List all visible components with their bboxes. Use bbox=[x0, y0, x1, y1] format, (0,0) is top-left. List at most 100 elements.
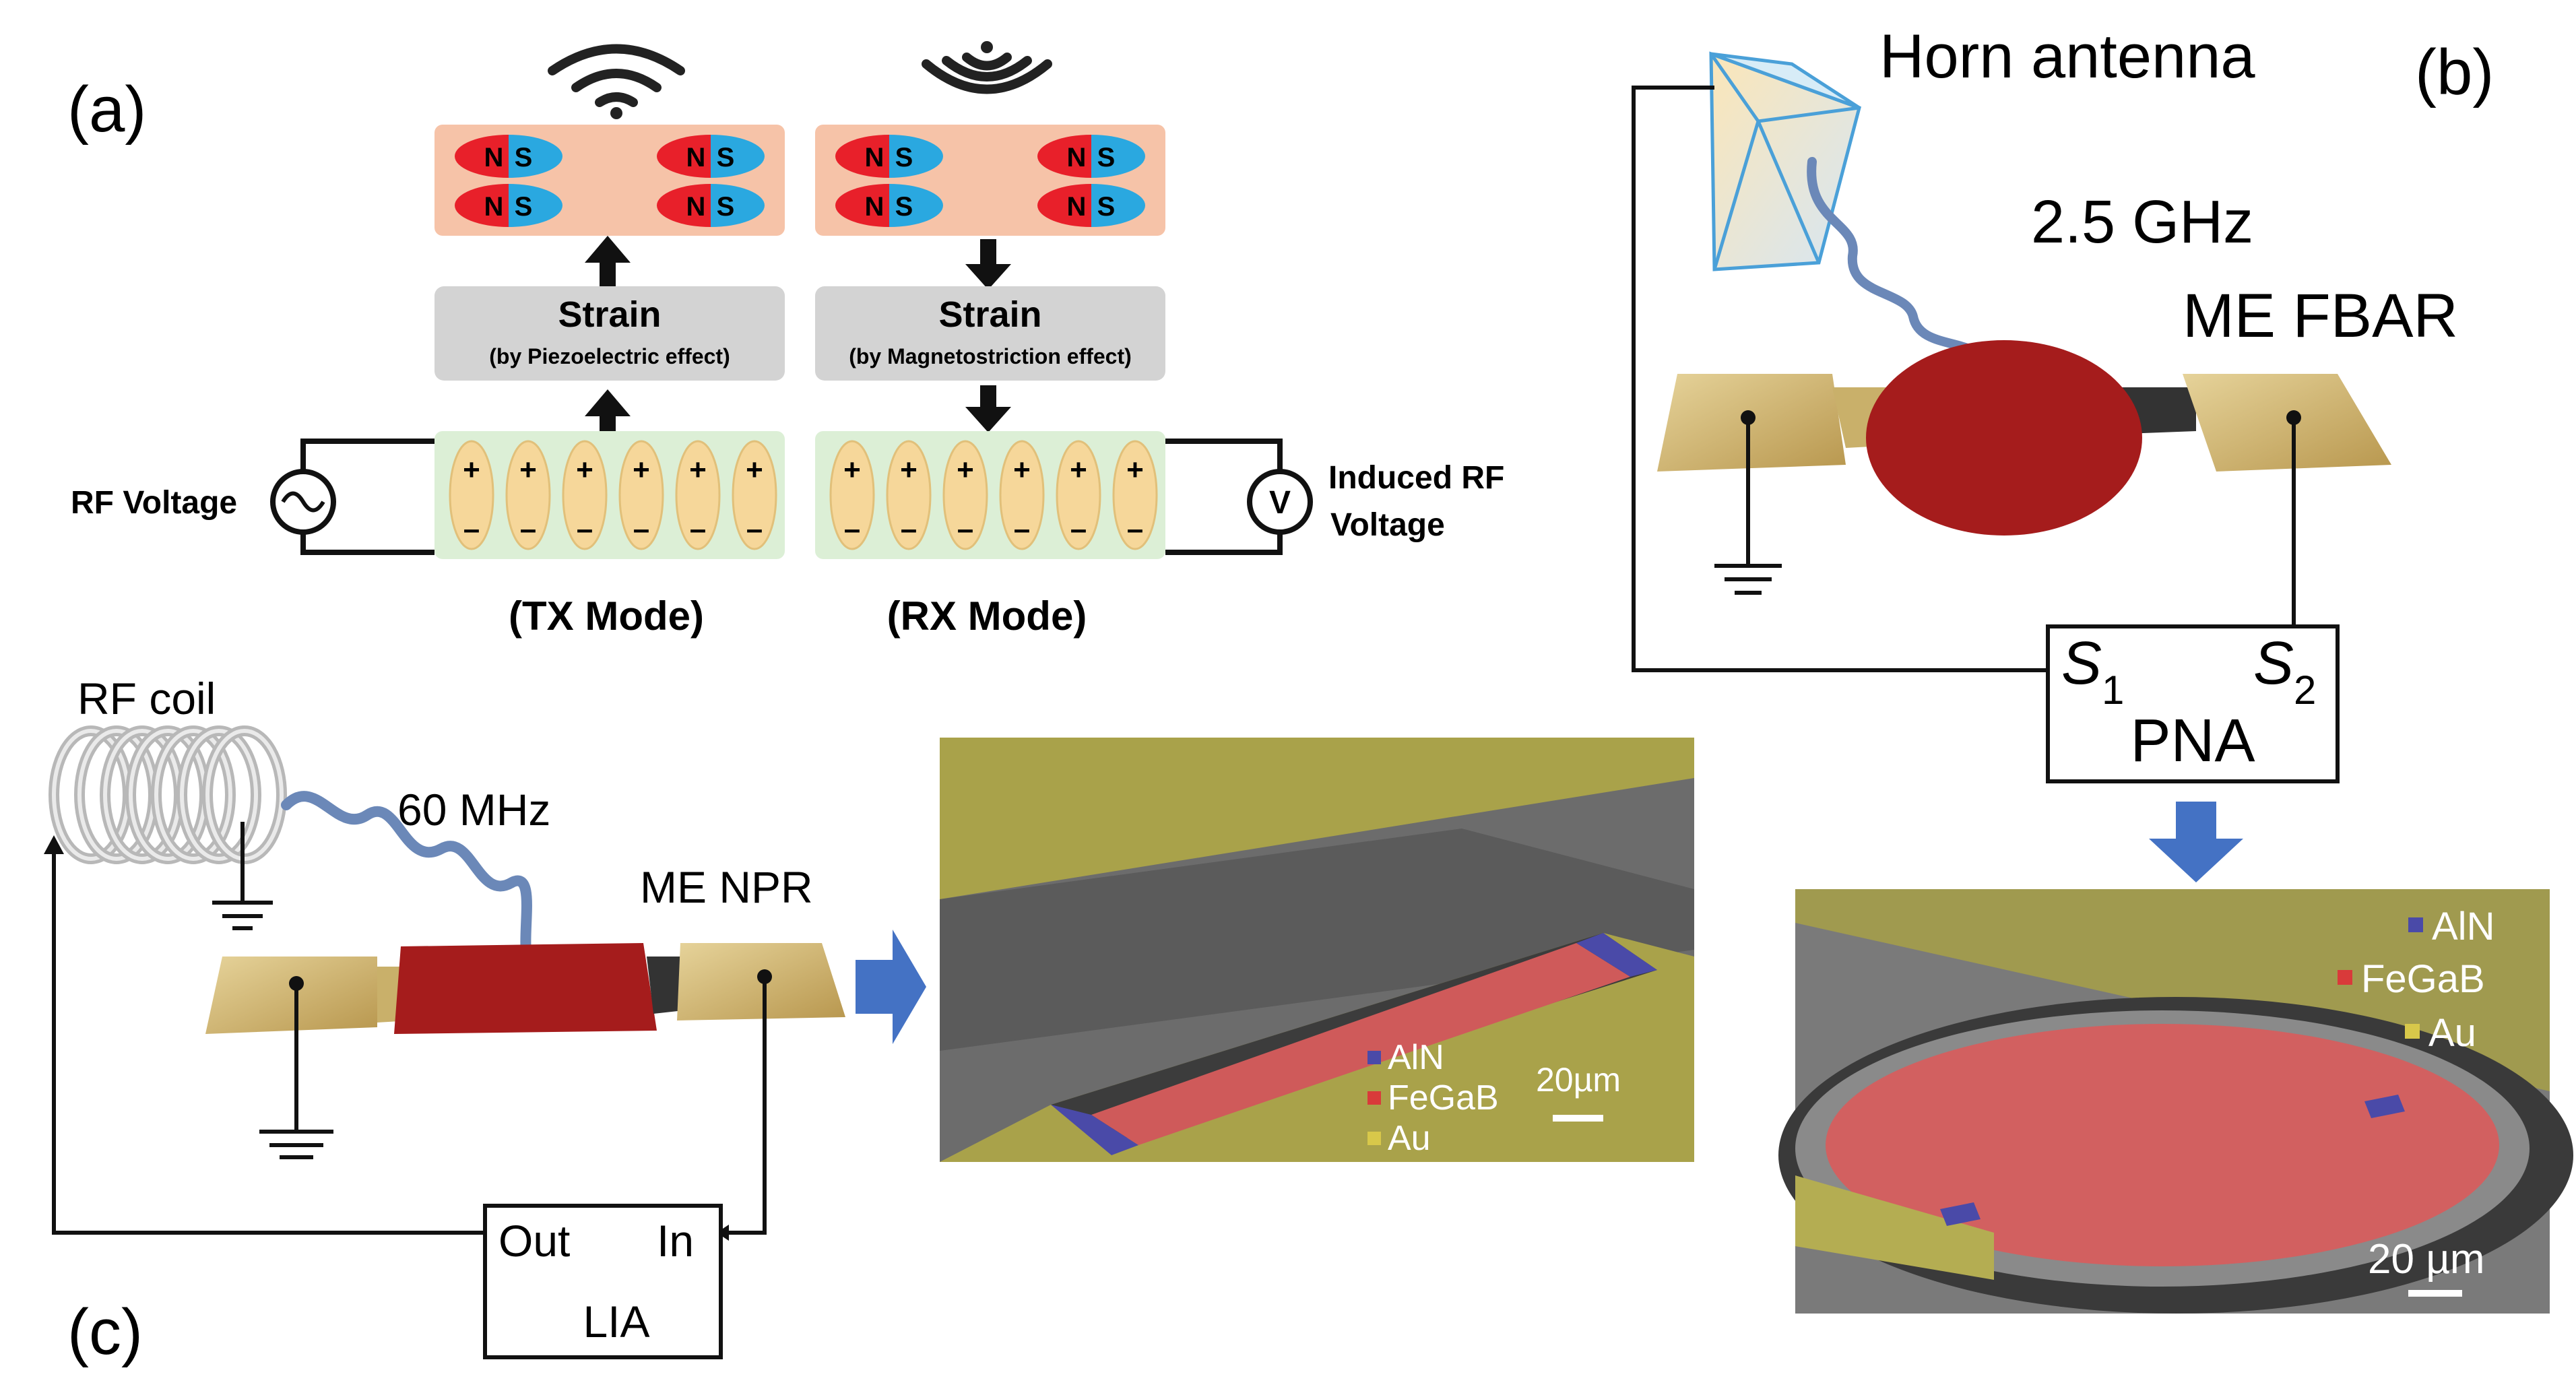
sem-c-legend-fegab: FeGaB bbox=[1388, 1078, 1499, 1117]
minus-sign: – bbox=[901, 513, 917, 546]
sem-c-scale-bar bbox=[1553, 1115, 1603, 1122]
sem-c-fegab-strip bbox=[1091, 943, 1630, 1145]
induced-voltage-line2: Voltage bbox=[1330, 507, 1445, 543]
minus-sign: – bbox=[1014, 513, 1030, 546]
rf-wave-c bbox=[281, 791, 534, 969]
tx-strain-title: Strain bbox=[558, 294, 661, 335]
pad-contact-c-right bbox=[757, 969, 772, 984]
panel-b-circuit bbox=[1632, 86, 2296, 672]
signal-receive-icon bbox=[922, 41, 1052, 94]
lia-in-label: In bbox=[657, 1216, 694, 1266]
sem-image-c bbox=[940, 738, 1694, 1162]
fbar-resonator bbox=[1866, 340, 2142, 536]
minus-sign: – bbox=[463, 513, 480, 546]
rx-down-arrow-top bbox=[965, 239, 1011, 290]
pad-contact-b-right bbox=[2286, 410, 2301, 425]
tx-up-arrow-top bbox=[585, 236, 631, 286]
panel-c-circuit bbox=[52, 845, 767, 1235]
rx-down-arrow-bottom bbox=[965, 385, 1011, 432]
magnet-s-label: S bbox=[717, 192, 735, 222]
minus-sign: – bbox=[520, 513, 536, 546]
horn-antenna-label: Horn antenna bbox=[1879, 22, 2255, 91]
magnet-n-label: N bbox=[865, 192, 884, 222]
rf-coil-label: RF coil bbox=[77, 674, 216, 723]
magnet-n-label: N bbox=[686, 143, 706, 172]
magnet-n-label: N bbox=[865, 143, 884, 172]
tx-circuit bbox=[270, 439, 434, 555]
magnet-s-label: S bbox=[895, 192, 913, 222]
dipole-charge: +– bbox=[732, 440, 777, 550]
tx-strain-subtitle: (by Piezoelectric effect) bbox=[489, 344, 730, 368]
me-npr-label: ME NPR bbox=[640, 862, 813, 912]
fbar-device bbox=[1657, 340, 2391, 536]
pad-contact-b-left bbox=[1741, 410, 1756, 425]
magnet-s-label: S bbox=[717, 143, 735, 172]
panel-c-up-arrow bbox=[44, 835, 64, 854]
rx-mode-label: (RX Mode) bbox=[887, 593, 1087, 639]
sem-b-fegab-disk bbox=[1826, 1024, 2499, 1266]
minus-sign: – bbox=[957, 513, 973, 546]
induced-voltage-line1: Induced RF bbox=[1328, 460, 1504, 496]
panel-c-label: (c) bbox=[67, 1296, 143, 1368]
npr-resonator bbox=[394, 943, 657, 1034]
magnet-n-label: N bbox=[484, 192, 504, 222]
sem-b-scale-bar bbox=[2408, 1290, 2462, 1297]
dipole-charge: +– bbox=[618, 440, 664, 550]
arrow-right-c bbox=[856, 930, 926, 1044]
pna-label: PNA bbox=[2130, 707, 2255, 775]
plus-sign: + bbox=[957, 453, 974, 486]
sem-c-scale-label: 20µm bbox=[1536, 1061, 1621, 1099]
rx-circuit bbox=[1165, 439, 1313, 555]
rx-strain-box bbox=[815, 286, 1165, 381]
minus-sign: – bbox=[746, 513, 763, 546]
lia-label: LIA bbox=[583, 1297, 649, 1347]
sem-image-b bbox=[1778, 889, 2573, 1314]
magnet-s-label: S bbox=[515, 143, 533, 172]
magnet-n-label: N bbox=[1067, 192, 1087, 222]
magnet-s-label: S bbox=[1097, 192, 1116, 222]
tx-strain-box bbox=[434, 286, 785, 381]
plus-sign: + bbox=[519, 453, 537, 486]
magnet-n-label: N bbox=[1067, 143, 1087, 172]
plus-sign: + bbox=[1013, 453, 1031, 486]
dipole-charge: +– bbox=[829, 440, 875, 550]
pna-s2-label: S2 bbox=[2253, 630, 2316, 713]
minus-sign: – bbox=[1070, 513, 1087, 546]
rf-voltage-label: RF Voltage bbox=[71, 485, 237, 521]
lia-box bbox=[483, 1204, 723, 1359]
dipole-charge: +– bbox=[942, 440, 988, 550]
magnet-n-label: N bbox=[484, 143, 504, 172]
magnet-s-label: S bbox=[895, 143, 913, 172]
magnet-s-label: S bbox=[1097, 143, 1116, 172]
dipole-charge: +– bbox=[1112, 440, 1158, 550]
sem-c-legend: AlN FeGaB Au 20µm bbox=[1367, 1038, 1621, 1158]
plus-sign: + bbox=[1070, 453, 1087, 486]
dipole-charge: +– bbox=[675, 440, 721, 550]
dipole-charge: +– bbox=[449, 440, 494, 550]
lia-out-label: Out bbox=[498, 1216, 570, 1266]
dipole-charge: +– bbox=[1056, 440, 1101, 550]
coil-turn-highlight bbox=[180, 729, 258, 861]
panel-b-label: (b) bbox=[2415, 36, 2494, 108]
panel-b: (b) Horn antenna 2.5 GHz ME FBAR bbox=[1632, 22, 2573, 1314]
minus-sign: – bbox=[844, 513, 860, 546]
minus-sign: – bbox=[633, 513, 649, 546]
panel-c: (c) RF coil 60 MHz ME NPR bbox=[44, 674, 1694, 1368]
frequency-c-label: 60 MHz bbox=[397, 785, 550, 835]
minus-sign: – bbox=[1127, 513, 1143, 546]
plus-sign: + bbox=[1126, 453, 1144, 486]
tx-mode-label: (TX Mode) bbox=[509, 593, 704, 639]
dipole-charge: +– bbox=[886, 440, 932, 550]
plus-sign: + bbox=[576, 453, 593, 486]
plus-sign: + bbox=[689, 453, 707, 486]
